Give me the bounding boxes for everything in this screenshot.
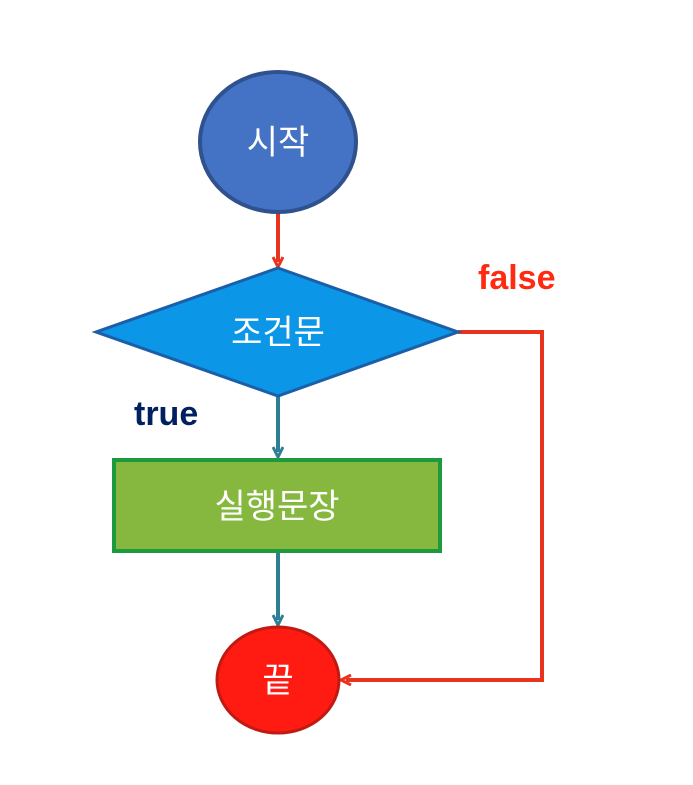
end-node (215, 625, 341, 735)
process-node-label: 실행문장 (214, 487, 339, 527)
end-node-label: 끝 (262, 661, 293, 701)
true-edge-label: true (134, 395, 198, 433)
false-edge-label: false (478, 259, 556, 297)
condition-false-to-end-arrow (346, 330, 544, 680)
process-node (112, 458, 442, 553)
start-node (198, 70, 358, 214)
start-node-label: 시작 (247, 123, 310, 163)
condition-node-label: 조건문 (231, 313, 325, 353)
condition-node (91, 266, 463, 398)
